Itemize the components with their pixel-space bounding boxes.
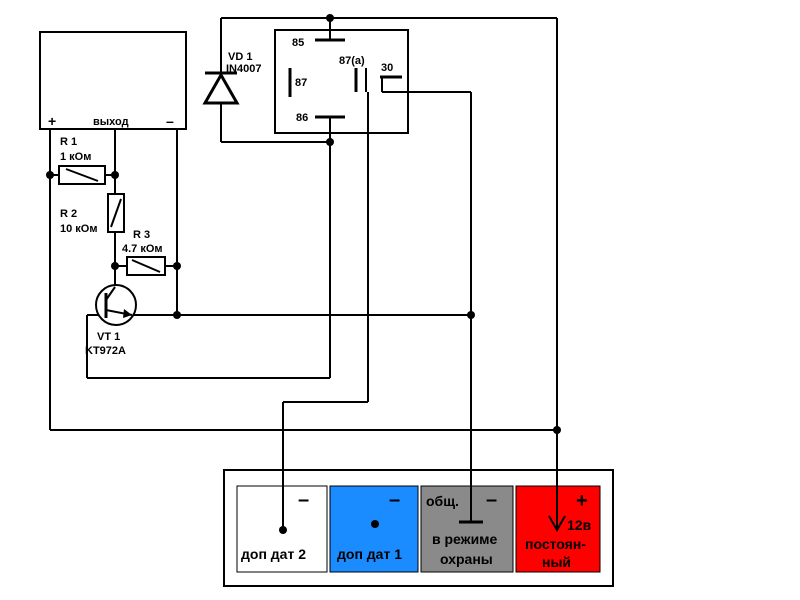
terminal-common: общ. – в режиме охраны bbox=[420, 485, 514, 573]
r2-ref-label: R 2 bbox=[60, 208, 77, 220]
terminal-common-label-line1: в режиме bbox=[432, 531, 498, 547]
relay-pin-86-label: 86 bbox=[296, 112, 308, 124]
transistor-part-label: KT972A bbox=[85, 345, 126, 357]
resistor-r2: R 2 10 кОм bbox=[60, 193, 125, 235]
terminal-dop-dat-1-bg bbox=[329, 485, 419, 573]
relay-pin-87-label: 87 bbox=[295, 77, 307, 89]
terminal-dop-dat-2-sign: – bbox=[298, 489, 309, 511]
terminal-dop-dat-1-sign: – bbox=[389, 489, 400, 511]
module-minus-label: – bbox=[166, 113, 174, 129]
terminal-common-sign: – bbox=[486, 489, 497, 511]
module-plus-label: + bbox=[48, 113, 56, 129]
module-block: + выход – bbox=[39, 31, 187, 130]
diode-part-label: IN4007 bbox=[226, 63, 261, 75]
r3-value-label: 4.7 кОм bbox=[122, 243, 163, 255]
resistor-r1: R 1 1 кОм bbox=[58, 136, 106, 185]
terminal-common-top-label: общ. bbox=[426, 493, 459, 509]
relay-pin-85-label: 85 bbox=[292, 37, 304, 49]
transistor-vt1: VT 1 KT972A bbox=[85, 284, 137, 357]
r2-value-label: 10 кОм bbox=[60, 223, 98, 235]
terminal-dop-dat-2-label: доп дат 2 bbox=[241, 546, 306, 562]
terminal-plus-12v-sign: + bbox=[576, 490, 588, 512]
terminal-plus-12v-label-line2: ный bbox=[542, 554, 571, 570]
relay: 85 87(a) 30 87 86 bbox=[274, 18, 409, 142]
resistor-r3: R 3 4.7 кОм bbox=[122, 229, 166, 276]
transistor-ref-label: VT 1 bbox=[97, 331, 120, 343]
diode-ref-label: VD 1 bbox=[228, 51, 252, 63]
terminal-common-bg bbox=[420, 485, 514, 573]
diode-vd1: VD 1 IN4007 bbox=[202, 17, 330, 142]
module-output-label: выход bbox=[93, 116, 129, 128]
terminal-block: – доп дат 2 – доп дат 1 общ. – в режиме … bbox=[223, 469, 614, 587]
r3-ref-label: R 3 bbox=[133, 229, 150, 241]
terminal-wire-overlays bbox=[279, 470, 566, 534]
terminal-plus-12v-label-line1: постоян- bbox=[525, 536, 586, 552]
terminal-dop-dat-1: – доп дат 1 bbox=[329, 485, 419, 573]
terminal-dop-dat-1-label: доп дат 1 bbox=[337, 546, 402, 562]
terminal-plus-12v-value: 12в bbox=[567, 517, 592, 533]
terminal-common-label-line2: охраны bbox=[440, 551, 493, 567]
relay-pin-87a-label: 87(a) bbox=[339, 55, 365, 67]
relay-pin-30-label: 30 bbox=[381, 62, 393, 74]
r1-value-label: 1 кОм bbox=[60, 151, 91, 163]
r1-ref-label: R 1 bbox=[60, 136, 77, 148]
